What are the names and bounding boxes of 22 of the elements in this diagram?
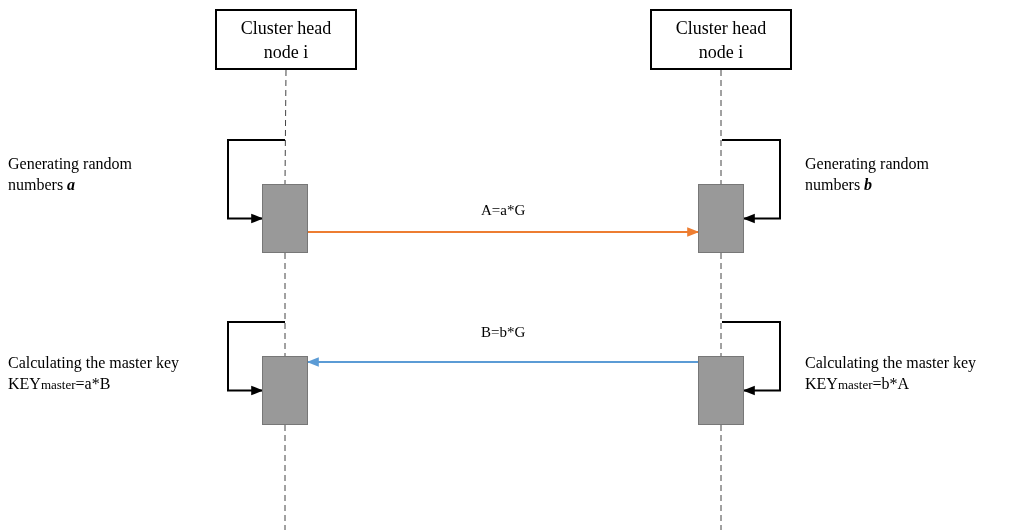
activation-bar xyxy=(262,356,308,425)
lifeline-header-box xyxy=(215,9,357,70)
lifeline xyxy=(720,252,722,357)
message-arrow xyxy=(307,227,700,237)
self-call-arrow xyxy=(227,139,286,224)
step-note: Generating random numbers b xyxy=(805,154,930,195)
step-note: Generating random numbers a xyxy=(8,154,133,195)
lifeline xyxy=(720,424,722,530)
activation-bar xyxy=(698,356,744,425)
header-text: Cluster head node i xyxy=(239,16,333,64)
activation-bar xyxy=(262,184,308,253)
self-call-arrow xyxy=(721,321,781,396)
lifeline xyxy=(284,252,286,357)
self-call-arrow xyxy=(227,321,286,396)
lifeline xyxy=(284,69,287,185)
lifeline-header-box xyxy=(650,9,792,70)
self-call-arrow xyxy=(721,139,781,224)
activation-bar xyxy=(698,184,744,253)
lifeline xyxy=(284,424,286,530)
lifeline xyxy=(720,69,722,185)
header-text: Cluster head node i xyxy=(674,16,768,64)
message-arrow xyxy=(306,357,699,367)
